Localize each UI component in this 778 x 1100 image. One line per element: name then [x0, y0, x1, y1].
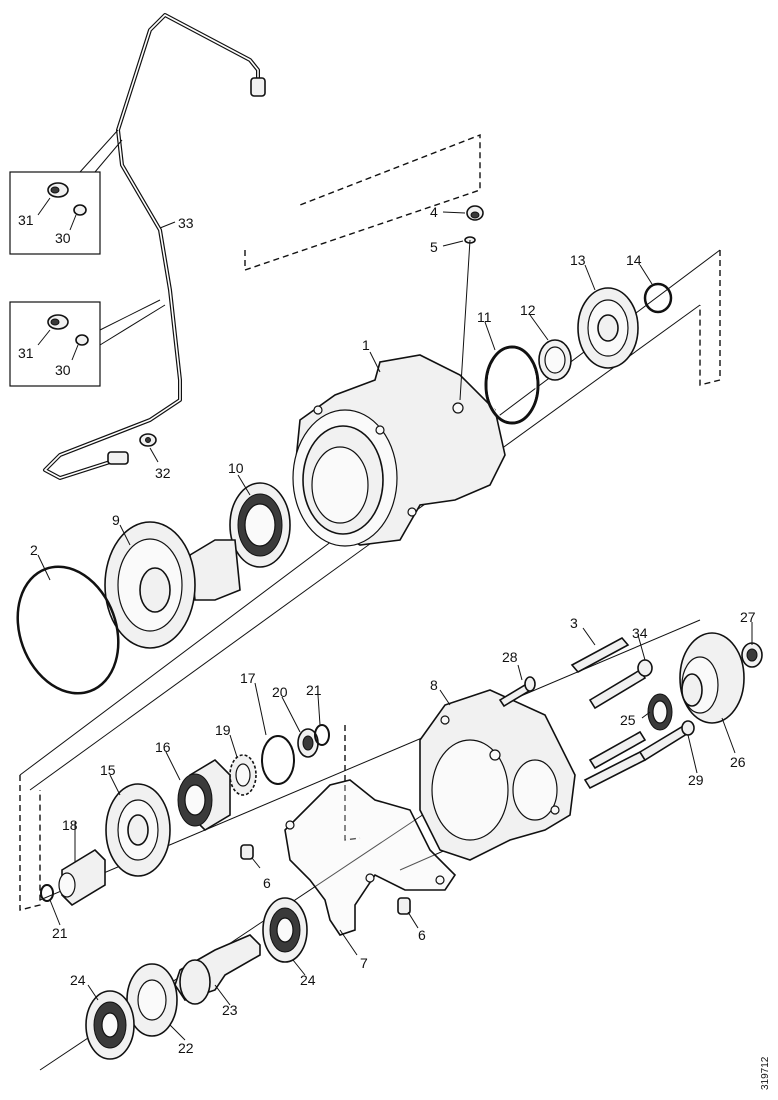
- part-8-cover: [419, 689, 576, 861]
- part-30-nut-upper: [73, 204, 87, 216]
- callout-2: 2: [30, 542, 38, 558]
- callout-22: 22: [178, 1040, 194, 1056]
- pipe-fitting-top: [250, 77, 266, 97]
- part-25-seal: [647, 693, 673, 731]
- part-12-bearing: [538, 339, 572, 381]
- callout-26: 26: [730, 754, 746, 770]
- callout-32: 32: [155, 465, 171, 481]
- callout-11: 11: [477, 309, 492, 325]
- callout-24-lower: 24: [70, 972, 86, 988]
- part-22-gear: [126, 963, 178, 1037]
- mid-dashed-outline: [344, 725, 361, 841]
- part-17-snap-ring: [261, 735, 295, 785]
- callout-10: 10: [228, 460, 244, 476]
- callout-13: 13: [570, 252, 586, 268]
- callout-8: 8: [430, 677, 438, 693]
- callout-30-lower: 30: [55, 362, 71, 378]
- upper-right-dashed-outline: [699, 250, 721, 386]
- callout-34: 34: [632, 625, 648, 641]
- part-2-o-ring: [16, 565, 120, 695]
- part-21-circlip-upper: [314, 724, 330, 746]
- part-23-shaft: [174, 934, 261, 1005]
- part-33-pipe: [43, 13, 266, 480]
- part-1-housing: [292, 354, 506, 547]
- callout-12: 12: [520, 302, 536, 318]
- callout-labels: 1 2 3 4 5 6 6 7 8 9 10 11 12 13 14 15 16…: [18, 204, 756, 1056]
- part-4-plug: [466, 205, 484, 221]
- part-18-shaft: [58, 848, 106, 907]
- callout-31-upper: 31: [18, 212, 34, 228]
- part-34-bolt: [588, 659, 653, 710]
- callout-9: 9: [112, 512, 120, 528]
- callout-27: 27: [740, 609, 756, 625]
- lower-dashed-outline: [19, 775, 41, 911]
- callout-6-lower: 6: [418, 927, 426, 943]
- part-19-lock-washer: [229, 754, 257, 796]
- callout-33: 33: [178, 215, 194, 231]
- part-13-gear: [577, 287, 639, 369]
- part-9-gear-shaft: [104, 521, 241, 649]
- part-24-bearing-upper: [262, 897, 308, 963]
- callout-30-upper: 30: [55, 230, 71, 246]
- part-15-gear: [105, 783, 171, 877]
- callout-15: 15: [100, 762, 116, 778]
- part-3-stud: [570, 636, 647, 790]
- part-30-nut-lower: [75, 334, 89, 346]
- callout-16: 16: [155, 739, 171, 755]
- callout-4: 4: [430, 204, 438, 220]
- detail-box-lower: [9, 301, 101, 387]
- leader-lines: [37, 211, 753, 1041]
- callout-1: 1: [362, 337, 370, 353]
- callout-25: 25: [620, 712, 636, 728]
- callout-21-upper: 21: [306, 682, 322, 698]
- part-16-bearing: [177, 758, 231, 832]
- part-28-bolt: [498, 676, 536, 708]
- part-26-flange: [679, 632, 745, 724]
- part-20-washer: [297, 728, 319, 758]
- callout-5: 5: [430, 239, 438, 255]
- part-21-circlip-lower: [40, 884, 54, 902]
- pipe-fitting-bottom: [107, 451, 129, 465]
- document-id: 319712: [760, 1056, 771, 1090]
- callout-20: 20: [272, 684, 288, 700]
- part-11-snap-ring: [484, 345, 540, 425]
- upper-dashed-outline: [244, 133, 481, 271]
- callout-18: 18: [62, 817, 78, 833]
- callout-14: 14: [626, 252, 642, 268]
- part-24-bearing-lower: [85, 990, 135, 1060]
- callout-19: 19: [215, 722, 231, 738]
- callout-3: 3: [570, 615, 578, 631]
- callout-7: 7: [360, 955, 368, 971]
- callout-29: 29: [688, 772, 704, 788]
- callout-23: 23: [222, 1002, 238, 1018]
- part-29-bolt: [638, 720, 695, 762]
- callout-28: 28: [502, 649, 518, 665]
- callout-17: 17: [240, 670, 256, 686]
- part-14-ring: [643, 282, 673, 314]
- upper-axis-line-2: [29, 304, 701, 791]
- part-7-gasket: [284, 779, 457, 936]
- part-6-dowel-lower: [397, 897, 411, 915]
- callout-6-upper: 6: [263, 875, 271, 891]
- detail-box-upper: [9, 171, 101, 255]
- callout-31-lower: 31: [18, 345, 34, 361]
- part-10-bearing: [229, 482, 291, 568]
- part-27-nut: [741, 642, 763, 668]
- part-32-banjo-fitting: [139, 433, 157, 447]
- part-6-dowel-upper: [240, 844, 254, 860]
- callout-24-upper: 24: [300, 972, 316, 988]
- callout-21-lower: 21: [52, 925, 68, 941]
